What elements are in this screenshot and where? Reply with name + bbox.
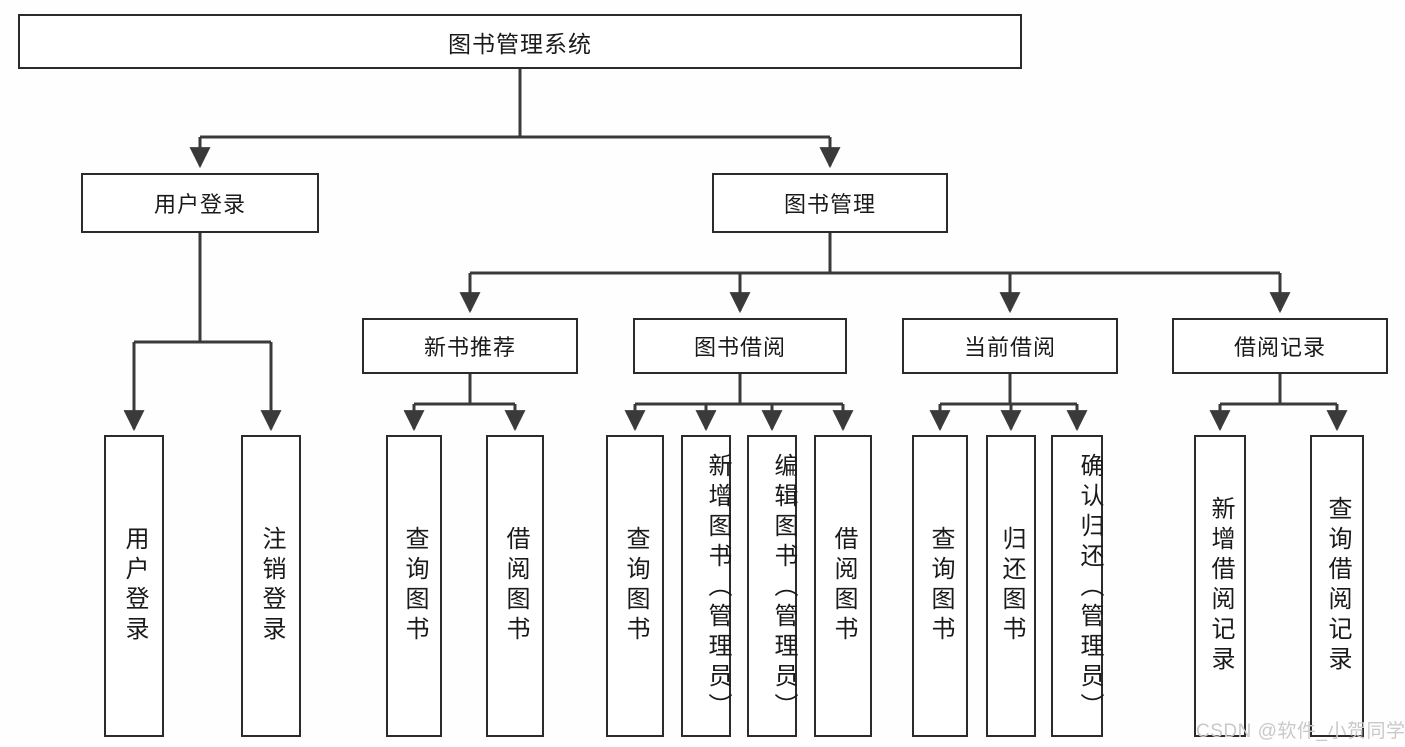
node-leaf-borrow-search-label: 查询图书 (622, 526, 649, 646)
node-book-borrow[interactable]: 图书借阅 (633, 318, 847, 374)
node-leaf-cur-search-label: 查询图书 (927, 526, 954, 646)
node-leaf-borrow-search[interactable]: 查询图书 (606, 435, 664, 737)
node-book-manage[interactable]: 图书管理 (712, 173, 948, 233)
node-leaf-user-logout[interactable]: 注销登录 (241, 435, 301, 737)
node-current-borrow[interactable]: 当前借阅 (902, 318, 1118, 374)
node-current-borrow-label: 当前借阅 (963, 335, 1056, 360)
node-leaf-rec-borrow[interactable]: 借阅图书 (486, 435, 544, 737)
node-leaf-cur-return[interactable]: 归还图书 (986, 435, 1036, 737)
node-leaf-rec-add[interactable]: 新增借阅记录 (1194, 435, 1246, 737)
node-leaf-borrow-do-label: 借阅图书 (830, 526, 857, 646)
node-leaf-user-logout-label: 注销登录 (258, 526, 285, 646)
node-new-book-rec[interactable]: 新书推荐 (362, 318, 578, 374)
node-leaf-rec-search-label: 查询图书 (401, 526, 428, 646)
node-book-borrow-label: 图书借阅 (693, 335, 786, 360)
node-leaf-rec-query-label: 查询借阅记录 (1324, 496, 1351, 676)
node-leaf-cur-return-label: 归还图书 (998, 526, 1025, 646)
node-leaf-user-login[interactable]: 用户登录 (104, 435, 164, 737)
node-leaf-borrow-do[interactable]: 借阅图书 (814, 435, 872, 737)
node-book-manage-label: 图书管理 (783, 192, 876, 217)
node-leaf-user-login-label: 用户登录 (121, 526, 148, 646)
node-leaf-cur-confirm[interactable]: 确认归还（管理员） (1051, 435, 1103, 737)
node-root-label: 图书管理系统 (448, 30, 592, 57)
node-leaf-borrow-add[interactable]: 新增图书（管理员） (681, 435, 731, 737)
node-user-login-label: 用户登录 (153, 192, 246, 217)
node-leaf-borrow-add-label: 新增图书（管理员） (704, 453, 731, 723)
node-user-login[interactable]: 用户登录 (81, 173, 319, 233)
node-leaf-rec-borrow-label: 借阅图书 (502, 526, 529, 646)
node-leaf-cur-confirm-label: 确认归还（管理员） (1076, 453, 1103, 723)
node-leaf-rec-add-label: 新增借阅记录 (1207, 496, 1234, 676)
node-leaf-borrow-edit[interactable]: 编辑图书（管理员） (747, 435, 797, 737)
node-leaf-borrow-edit-label: 编辑图书（管理员） (770, 453, 797, 723)
node-leaf-cur-search[interactable]: 查询图书 (912, 435, 968, 737)
node-borrow-record-label: 借阅记录 (1233, 335, 1326, 360)
node-new-book-rec-label: 新书推荐 (423, 335, 516, 360)
node-leaf-rec-query[interactable]: 查询借阅记录 (1310, 435, 1364, 737)
csdn-watermark: CSDN @软件_小贺同学 (1196, 721, 1405, 742)
node-leaf-rec-search[interactable]: 查询图书 (386, 435, 442, 737)
node-root[interactable]: 图书管理系统 (18, 14, 1022, 69)
node-borrow-record[interactable]: 借阅记录 (1172, 318, 1388, 374)
